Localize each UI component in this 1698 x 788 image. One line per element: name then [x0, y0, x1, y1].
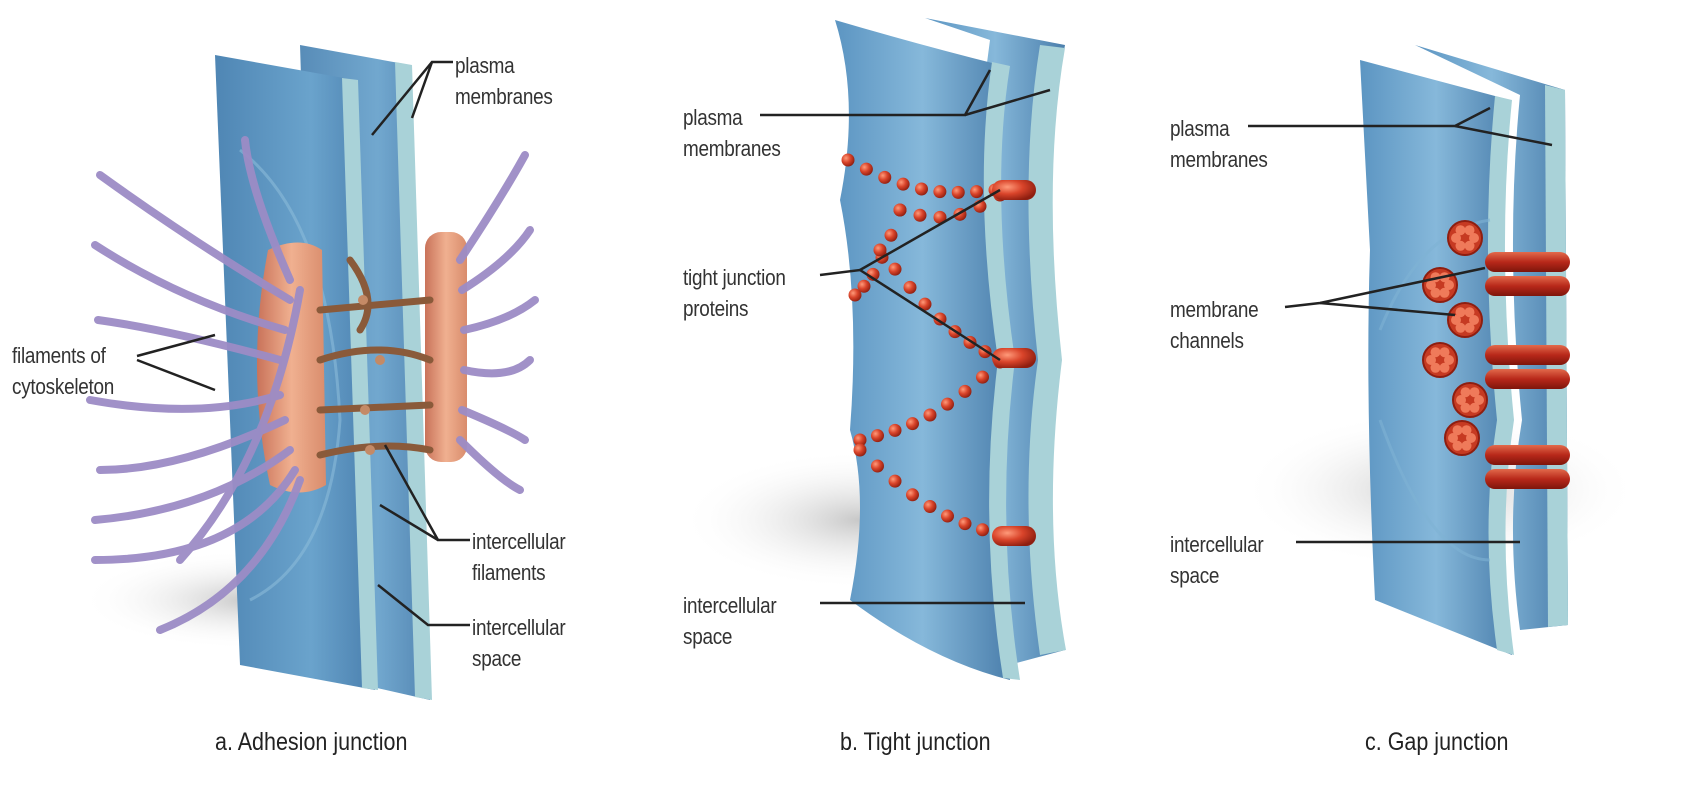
channel-subunit	[1461, 387, 1471, 397]
protein-bead	[860, 163, 873, 176]
caption-adhesion-junction: a. Adhesion junction	[215, 728, 407, 757]
channel-subunit	[1431, 347, 1441, 357]
gap-junction-art	[1240, 45, 1640, 655]
protein-bead	[885, 229, 898, 242]
channel-subunit	[1465, 241, 1475, 251]
protein-bead	[889, 263, 902, 276]
protein-bead	[858, 280, 871, 293]
protein-bead	[871, 429, 884, 442]
protein-bead	[941, 398, 954, 411]
channel-subunit	[1470, 403, 1480, 413]
protein-bead	[914, 209, 927, 222]
protein-bead	[970, 185, 983, 198]
channel-subunit	[1462, 441, 1472, 451]
adhesion-junction-art	[80, 45, 535, 700]
protein-bead	[906, 488, 919, 501]
protein-bead	[878, 171, 891, 184]
protein-bead	[889, 475, 902, 488]
channel-subunit	[1465, 307, 1475, 317]
channel-subunit	[1440, 363, 1450, 373]
channel-subunit	[1465, 323, 1475, 333]
protein-bead	[894, 204, 907, 217]
protein-bead	[976, 523, 989, 536]
protein-bead	[924, 409, 937, 422]
protein-bead	[904, 281, 917, 294]
protein-bead	[924, 500, 937, 513]
protein-bead	[897, 178, 910, 191]
channel-subunit	[1453, 425, 1463, 435]
protein-bead	[906, 417, 919, 430]
caption-gap-junction: c. Gap junction	[1365, 728, 1508, 757]
protein-bead	[952, 186, 965, 199]
caption-tight-junction: b. Tight junction	[840, 728, 991, 757]
protein-bead	[915, 183, 928, 196]
protein-bead	[871, 459, 884, 472]
protein-bead	[959, 517, 972, 530]
channel-subunit	[1465, 225, 1475, 235]
channel-subunit	[1470, 387, 1480, 397]
channel-subunit	[1440, 288, 1450, 298]
channel-subunit	[1440, 347, 1450, 357]
protein-bead	[842, 154, 855, 167]
channel-subunit	[1456, 307, 1466, 317]
channel-subunit	[1462, 425, 1472, 435]
protein-bead	[976, 371, 989, 384]
protein-bead	[941, 510, 954, 523]
membrane-channel-tubes	[1485, 252, 1570, 489]
protein-bead	[889, 424, 902, 437]
protein-bead	[933, 185, 946, 198]
channel-subunit	[1456, 225, 1466, 235]
protein-bead	[854, 444, 867, 457]
protein-bead	[959, 385, 972, 398]
